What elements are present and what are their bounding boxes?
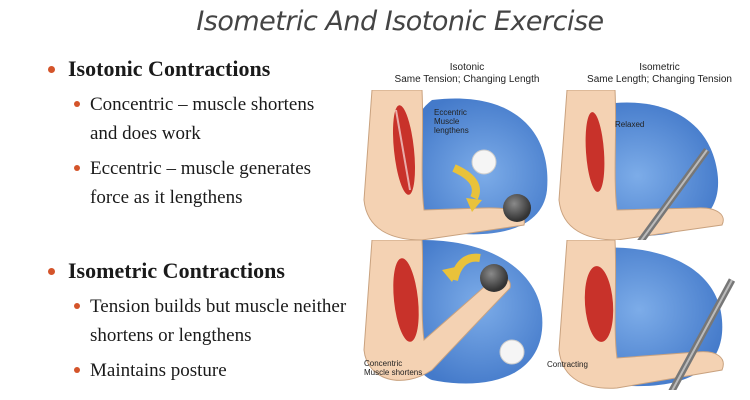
muscle-contraction-illustration: Isotonic Same Tension; Changing Length I… (352, 58, 750, 400)
bullet-posture: Maintains posture (44, 356, 384, 385)
bullet-dot-icon (48, 66, 55, 73)
bullet-dot-icon (74, 367, 80, 373)
bullet-concentric: Concentric – muscle shortens and does wo… (44, 90, 384, 148)
eccentric-arm-illustration (363, 90, 548, 240)
bullet-dot-icon (48, 268, 55, 275)
eccentric-label: Eccentric Muscle lengthens (434, 108, 469, 135)
contracting-arm-illustration (558, 240, 736, 390)
bullet-list: Isotonic Contractions Concentric – muscl… (44, 54, 384, 385)
bullet-dot-icon (74, 303, 80, 309)
bullet-dot-icon (74, 101, 80, 107)
relaxed-label: Relaxed (615, 120, 645, 129)
section-heading-isotonic: Isotonic Contractions (44, 54, 384, 84)
bullet-dot-icon (74, 165, 80, 171)
relaxed-arm-illustration (558, 90, 724, 240)
concentric-arm-illustration (363, 240, 543, 384)
slide-title: Isometric And Isotonic Exercise (196, 6, 604, 37)
bullet-eccentric: Eccentric – muscle generates force as it… (44, 154, 384, 212)
concentric-label: Concentric Muscle shortens (364, 359, 423, 377)
bullet-tension: Tension builds but muscle neither shorte… (44, 292, 384, 350)
isotonic-heading: Isotonic Same Tension; Changing Length (394, 62, 540, 85)
contracting-label: Contracting (547, 360, 588, 369)
isometric-heading: Isometric Same Length; Changing Tension (587, 62, 732, 85)
section-heading-isometric: Isometric Contractions (44, 256, 384, 286)
